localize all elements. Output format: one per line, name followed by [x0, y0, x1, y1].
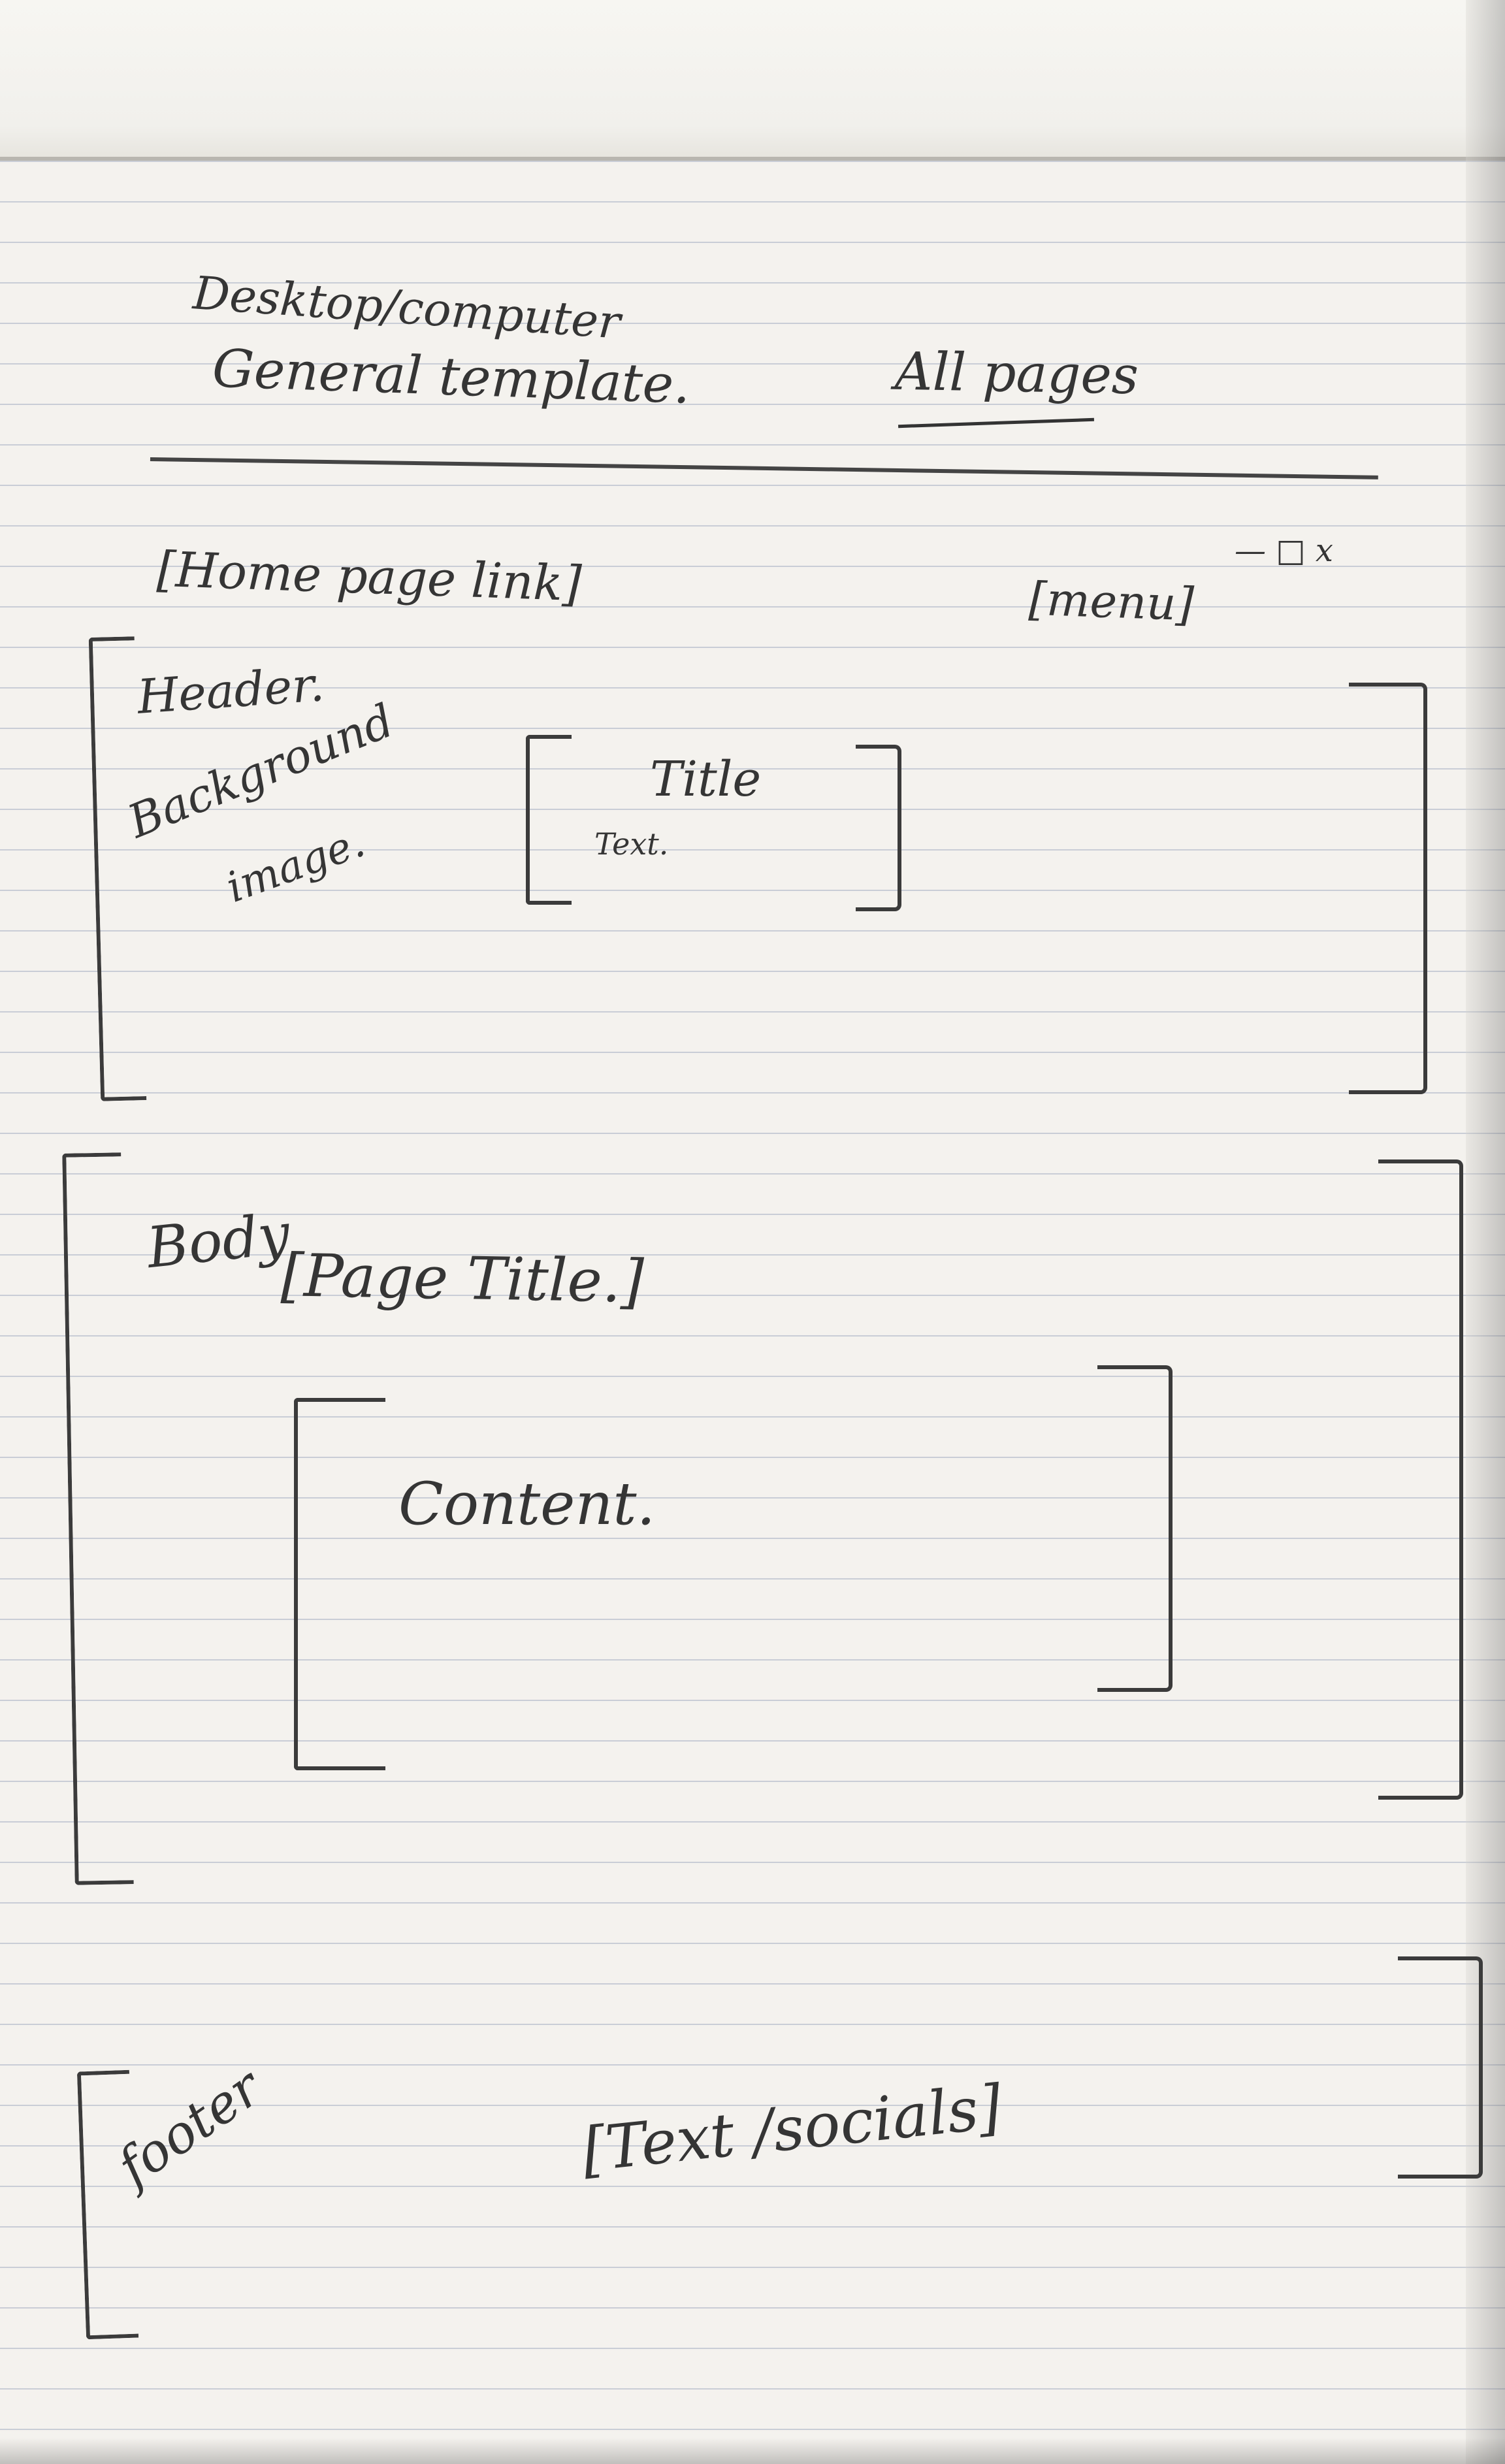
footer-label: footer	[106, 2056, 272, 2198]
header-title-box: Title Text.	[526, 735, 908, 921]
page-title: [Page Title.]	[280, 1241, 645, 1316]
note-all-pages: All pages	[894, 340, 1139, 406]
window-controls[interactable]: — □ x	[1235, 532, 1333, 569]
title-box-right-bracket	[856, 745, 901, 911]
body-label: Body	[144, 1201, 293, 1282]
menu-button[interactable]: [menu]	[1028, 572, 1195, 632]
content-placeholder: Content.	[398, 1470, 656, 1538]
all-pages-underline	[898, 417, 1094, 429]
content-left-bracket	[294, 1398, 385, 1770]
footer-text-socials: [Text /socials]	[579, 2071, 1005, 2186]
header-label: Header.	[135, 657, 327, 724]
home-page-link[interactable]: [Home page link]	[155, 541, 583, 613]
body-right-bracket	[1378, 1159, 1463, 1800]
footer-left-bracket	[76, 2069, 139, 2340]
paper-fold	[0, 0, 1505, 161]
note-general-template: General template.	[211, 338, 692, 415]
page-edge-shadow	[1466, 0, 1505, 2464]
title-box-left-bracket	[526, 735, 572, 905]
footer-right-bracket	[1398, 1956, 1483, 2179]
header-right-bracket	[1349, 683, 1427, 1094]
body-left-bracket	[62, 1152, 134, 1885]
header-text: Text.	[594, 826, 669, 862]
background-image-label: image.	[220, 818, 371, 913]
content-right-bracket	[1097, 1365, 1173, 1692]
divider-line	[150, 457, 1378, 479]
page-bottom-shadow	[0, 2438, 1505, 2464]
note-desktop-computer: Desktop/computer	[191, 266, 623, 349]
header-title: Title	[650, 751, 762, 807]
